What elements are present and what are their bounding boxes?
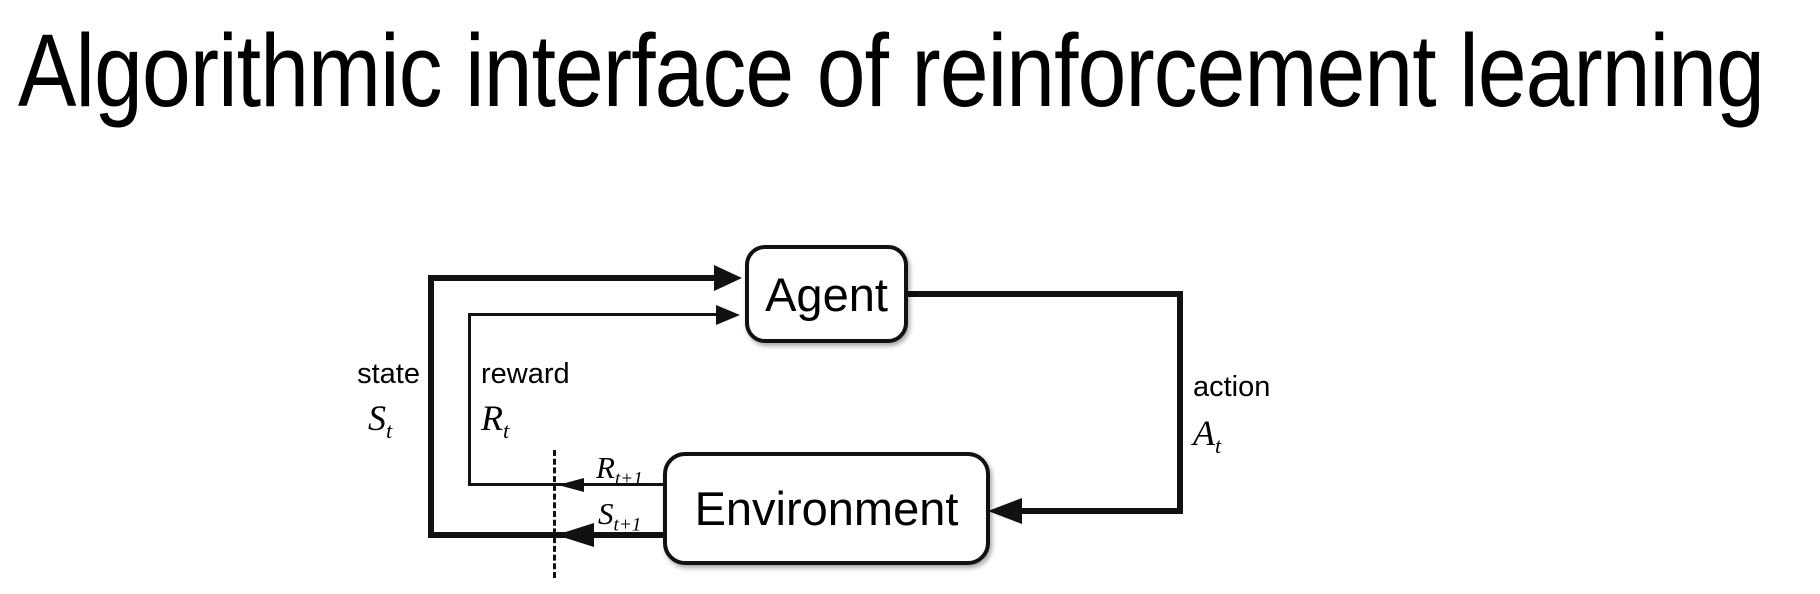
reward-arrowhead-into-agent xyxy=(716,305,740,325)
environment-label: Environment xyxy=(694,482,959,535)
page-title: Algorithmic interface of reinforcement l… xyxy=(18,13,1765,128)
environment-node: Environment xyxy=(663,452,990,565)
action-line-top xyxy=(900,291,1183,297)
next-state-symbol: St+1 xyxy=(598,496,642,536)
reward-arrowhead-at-boundary xyxy=(558,478,584,492)
time-step-boundary-dashed-line xyxy=(553,450,556,578)
action-word-label: action xyxy=(1193,371,1271,403)
reward-symbol: Rt xyxy=(481,398,510,443)
next-reward-symbol: Rt+1 xyxy=(596,450,643,490)
action-symbol: At xyxy=(1193,413,1222,458)
reward-line-top xyxy=(468,313,718,316)
action-line-bottom xyxy=(1000,508,1183,514)
reward-word-label: reward xyxy=(481,358,570,390)
action-arrowhead-into-environment xyxy=(988,498,1022,524)
state-line-top xyxy=(428,275,716,281)
state-line-bottom xyxy=(428,532,665,538)
state-arrowhead-at-boundary xyxy=(556,523,594,547)
state-arrowhead-into-agent xyxy=(714,265,742,291)
state-line-vertical xyxy=(428,275,434,538)
state-symbol: St xyxy=(368,398,393,443)
action-line-vertical xyxy=(1177,291,1183,514)
agent-label: Agent xyxy=(765,267,888,321)
reward-line-vertical xyxy=(468,313,471,486)
state-word-label: state xyxy=(357,358,420,390)
agent-node: Agent xyxy=(745,245,908,343)
